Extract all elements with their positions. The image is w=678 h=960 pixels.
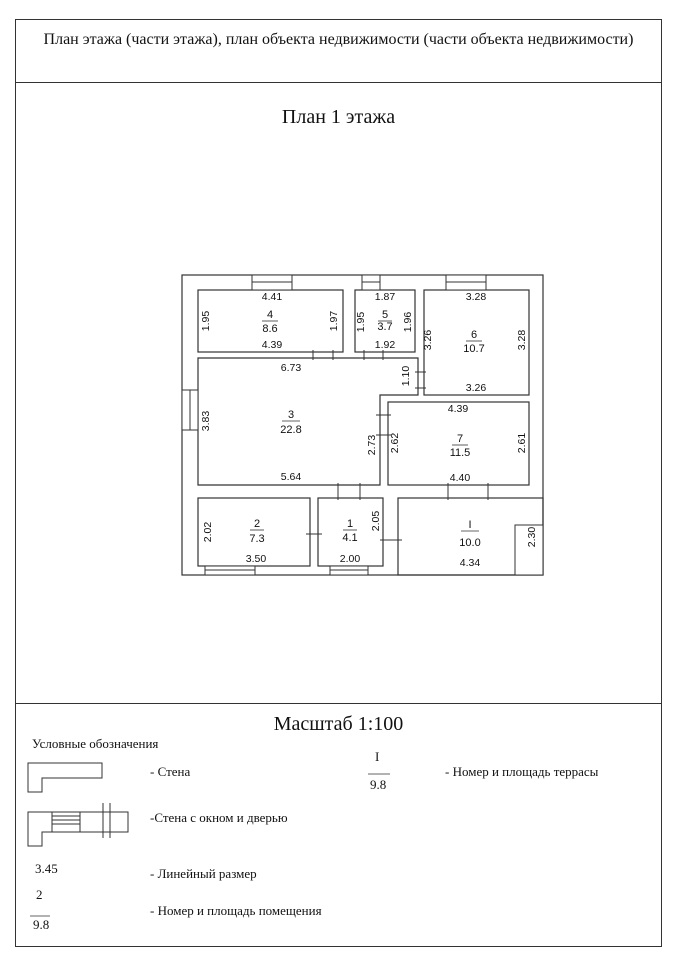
- dim-room2-bottom: 3.50: [246, 553, 267, 565]
- legend-room-label: - Номер и площадь помещения: [150, 903, 322, 918]
- dim-room7-right: 2.61: [516, 433, 528, 454]
- dim-room3-right: 2.73: [366, 435, 378, 456]
- drawing-frame: [15, 19, 662, 947]
- dim-room5-left: 1.95: [355, 312, 367, 333]
- dim-room6-left: 3.26: [422, 330, 434, 351]
- plan-title: План 1 этажа: [281, 106, 396, 128]
- dim-room3-left: 3.83: [200, 411, 212, 432]
- dim-room5-bottom: 1.92: [375, 339, 396, 351]
- legend-divider: [15, 703, 662, 704]
- room-4-area: 8.6: [262, 323, 277, 335]
- dim-terrace-bottom: 4.34: [460, 557, 481, 569]
- legend-room-example-number: 2: [36, 887, 43, 902]
- room-7-outline: [387, 401, 530, 486]
- legend-symbols: [27, 762, 390, 917]
- legend-linear-label: - Линейный размер: [150, 866, 257, 881]
- legend-wall-label: - Стена: [150, 764, 191, 779]
- room-5-area: 3.7: [377, 321, 392, 333]
- dim-room2-left: 2.02: [202, 522, 214, 543]
- dim-room7-bottom: 4.40: [450, 472, 471, 484]
- room-3-area: 22.8: [280, 424, 301, 436]
- room-7-area: 11.5: [450, 447, 471, 459]
- dim-room6-right: 3.28: [516, 330, 528, 351]
- dim-room4-left: 1.95: [200, 311, 212, 332]
- legend-title: Условные обозначения: [32, 736, 159, 751]
- legend-room-example-area: 9.8: [33, 917, 50, 932]
- legend-terrace-example-number: I: [375, 749, 380, 764]
- dim-room3-door: 1.10: [400, 366, 412, 387]
- room-3-outline: [197, 357, 419, 486]
- dim-room7-top: 4.39: [448, 403, 469, 415]
- dim-room5-top: 1.87: [375, 291, 396, 303]
- legend-linear-example: 3.45: [35, 861, 58, 876]
- scale-label: Масштаб 1:100: [273, 713, 404, 735]
- room-4-number: 4: [267, 309, 273, 321]
- room-3-number: 3: [288, 409, 294, 421]
- room-2-number: 2: [254, 518, 260, 530]
- room-6-number: 6: [471, 329, 477, 341]
- room-6-area: 10.7: [463, 343, 484, 355]
- header-divider: [15, 82, 662, 83]
- legend-terrace-example-area: 9.8: [370, 777, 387, 792]
- terrace-number: I: [468, 519, 471, 531]
- dim-room5-right: 1.96: [402, 312, 414, 333]
- dim-room1-bottom: 2.00: [340, 553, 361, 565]
- room-1-area: 4.1: [342, 532, 357, 544]
- dim-room7-left: 2.62: [389, 433, 401, 454]
- legend-wall-icon: [27, 762, 103, 793]
- dim-room3-bottom: 5.64: [281, 471, 302, 483]
- terrace-area: 10.0: [459, 537, 480, 549]
- dim-room6-top: 3.28: [466, 291, 487, 303]
- header-title: План этажа (части этажа), план объекта н…: [43, 31, 634, 48]
- dim-room3-top: 6.73: [281, 362, 302, 374]
- dim-room1-right: 2.05: [370, 511, 382, 532]
- room-5-outline: [354, 289, 416, 353]
- dim-room4-top: 4.41: [262, 291, 283, 303]
- dim-room4-right: 1.97: [328, 311, 340, 332]
- room-2-area: 7.3: [249, 533, 264, 545]
- legend-terrace-label: - Номер и площадь террасы: [445, 764, 599, 779]
- legend-wall-window-icon: [27, 811, 129, 847]
- dim-room6-bottom: 3.26: [466, 382, 487, 394]
- room-7-number: 7: [457, 433, 463, 445]
- terrace-opening: [514, 524, 544, 576]
- legend-wall-window-label: -Стена с окном и дверью: [150, 810, 288, 825]
- dim-room4-bottom: 4.39: [262, 339, 283, 351]
- room-1-number: 1: [347, 518, 353, 530]
- room-5-number: 5: [382, 309, 388, 321]
- dim-terrace-right: 2.30: [526, 527, 538, 548]
